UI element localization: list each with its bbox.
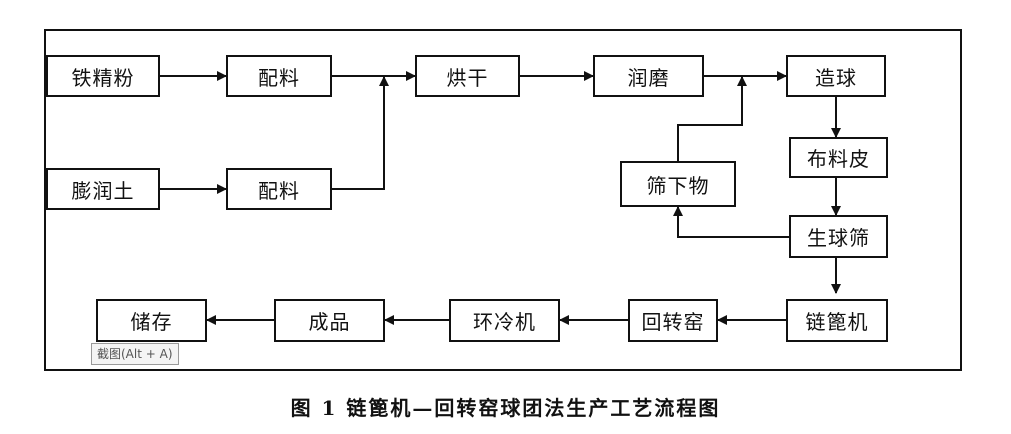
screenshot-tooltip: 截图(Alt + A) [91,343,179,365]
node-batching-2: 配料 [226,168,332,210]
node-grinding: 润磨 [593,55,704,97]
node-product: 成品 [274,299,385,342]
node-drying: 烘干 [415,55,520,97]
node-bentonite: 膨润土 [46,168,160,210]
node-rotary-kiln: 回转窑 [628,299,718,342]
node-storage: 储存 [96,299,207,342]
arrow-undersize-to-ball [677,76,747,161]
arrow-screen-to-undersize [673,206,789,238]
node-batching-1: 配料 [226,55,332,97]
node-undersize: 筛下物 [620,161,736,207]
node-green-ball-screen: 生球筛 [789,215,888,258]
node-balling: 造球 [786,55,886,97]
figure-caption: 图 1 链篦机—回转窑球团法生产工艺流程图 [290,396,721,420]
node-grate: 链篦机 [786,299,888,342]
diagram-frame [44,29,962,371]
arrow-mix2-to-dry [332,76,389,190]
node-annular-cooler: 环冷机 [449,299,560,342]
node-belt-distributor: 布料皮 [789,137,888,178]
node-iron-concentrate: 铁精粉 [46,55,160,97]
